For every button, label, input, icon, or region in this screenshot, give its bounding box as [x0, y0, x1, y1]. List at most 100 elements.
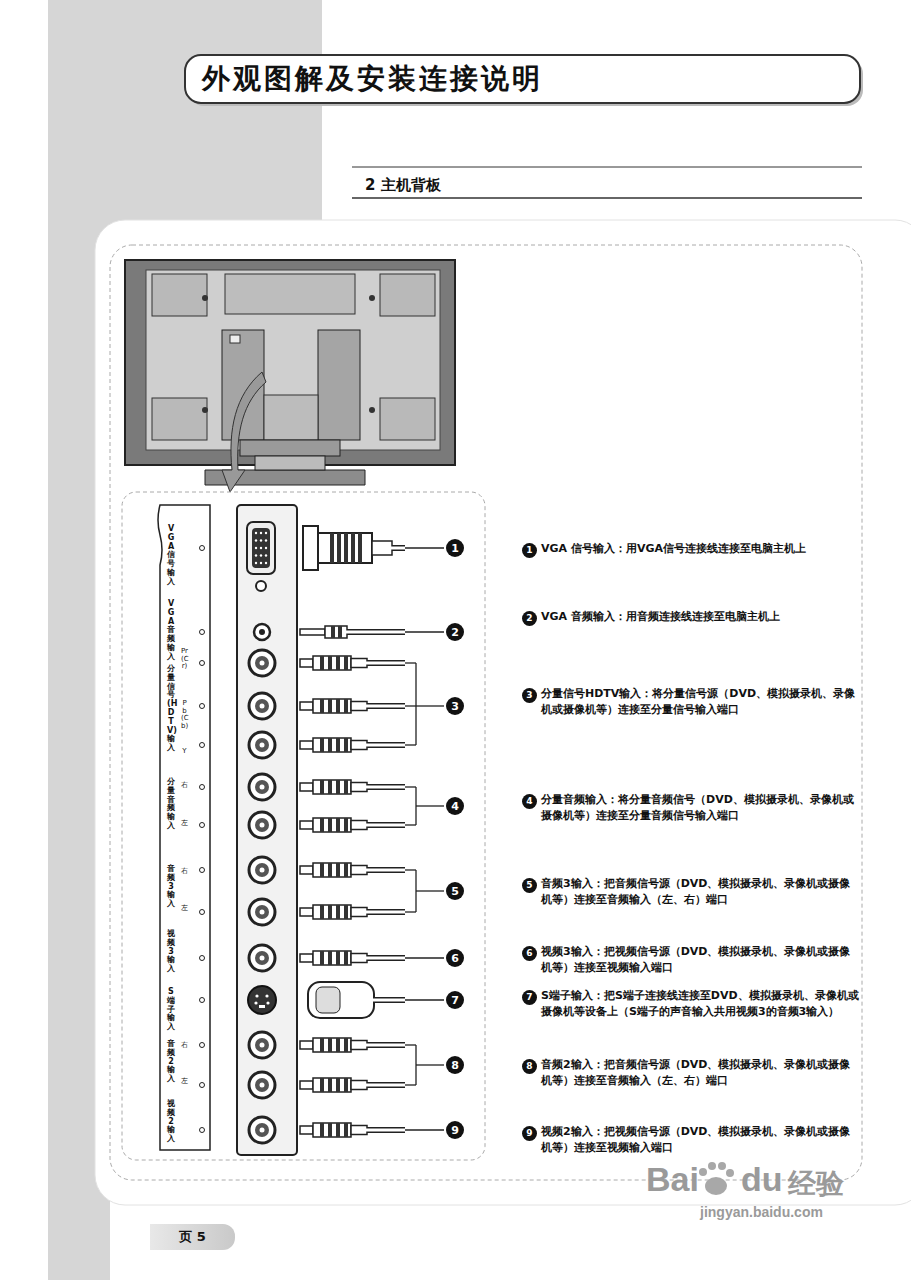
leader-line	[405, 911, 416, 912]
rca-jack	[249, 774, 275, 800]
mini-jack-part	[254, 624, 270, 640]
callout-number: 1	[522, 543, 537, 558]
plug-cable-part	[313, 1038, 351, 1052]
plug-cable-part	[351, 821, 367, 830]
node-text: 2	[526, 614, 532, 623]
leader-line	[405, 631, 444, 632]
plug-grip	[320, 1078, 324, 1092]
plug-cable-part	[313, 1123, 351, 1137]
plug-cable-part	[313, 951, 351, 965]
plug-grip	[344, 951, 348, 965]
callout-number: 8	[446, 1056, 464, 1074]
plug-cable	[300, 1038, 444, 1092]
node-text: 1	[451, 543, 459, 554]
rca-jack	[249, 899, 275, 925]
leader-line	[405, 547, 444, 548]
rca-jack-part	[255, 818, 269, 832]
rca-jack-part	[260, 1083, 265, 1088]
callout-number: 7	[446, 991, 464, 1009]
node-text: 7	[526, 993, 532, 1002]
rca-jack-part	[249, 899, 275, 925]
port-description: VGA 音频输入：用音频连接线连接至电脑主机上	[541, 609, 859, 625]
leader-line	[405, 957, 444, 958]
section-rule-part	[352, 197, 862, 199]
plug-grip	[320, 818, 324, 832]
vga-jack-part	[265, 562, 267, 564]
section-rule	[352, 167, 862, 198]
connector-panel-frame-part	[122, 492, 485, 1160]
leader-line	[416, 805, 444, 806]
plug-grip	[344, 1123, 348, 1137]
plug-cable	[300, 656, 444, 752]
tv-rear-view-part	[369, 295, 375, 301]
leader-line	[405, 744, 416, 745]
cable	[392, 545, 405, 551]
mini-jack-part	[259, 629, 265, 635]
plug-cable-part	[318, 533, 372, 563]
node-text: 4	[451, 801, 459, 812]
section-rule-part	[352, 167, 862, 168]
plug-cable-part	[351, 954, 367, 963]
tv-rear-view-part	[369, 407, 375, 413]
callout-number: 4	[446, 797, 464, 815]
panel-dot	[200, 910, 205, 915]
plug-cable-part	[313, 699, 351, 713]
cable	[373, 999, 406, 1002]
node-text: 6	[526, 949, 532, 958]
port-description: 视频3输入：把视频信号源（DVD、模拟摄录机、录像机或摄像机等）连接至视频输入端…	[541, 944, 859, 976]
plug-grip	[320, 1123, 324, 1137]
panel-port-label: Pb(Cb)	[181, 700, 188, 731]
plug-grip	[336, 699, 340, 713]
rca-jack	[249, 945, 275, 971]
tv-rear-view-part	[240, 440, 340, 456]
callout-number: 8	[522, 1059, 537, 1074]
node-text: 4	[526, 797, 532, 806]
port-description: S端子输入：把S端子连接线连接至DVD、模拟摄录机、录像机或摄像机等设备上（S端…	[541, 988, 859, 1020]
leader-line	[405, 869, 416, 870]
leader-line	[405, 662, 416, 663]
rca-jack-part	[255, 1038, 269, 1052]
leader-line	[405, 999, 444, 1000]
watermark-paw-part	[718, 1162, 726, 1170]
panel-dot	[200, 956, 205, 961]
s-jack-part	[259, 1005, 265, 1008]
plug-grip	[344, 1038, 348, 1052]
vga-jack-part	[260, 554, 262, 556]
plug-grip	[344, 780, 348, 794]
plug-grip	[336, 905, 340, 919]
vga-jack-part	[256, 581, 266, 591]
vga-jack-part	[255, 532, 257, 534]
panel-dot	[200, 785, 205, 790]
plug-grip	[336, 818, 340, 832]
rca-jack-part	[260, 1128, 265, 1133]
node-text: 3	[451, 701, 459, 712]
panel-dot	[200, 998, 205, 1003]
leader-line	[405, 786, 416, 787]
panel-dot	[200, 704, 205, 709]
watermark-paw-part	[726, 1169, 734, 1177]
plug-cable-part	[308, 982, 374, 1018]
leader-line	[416, 705, 444, 706]
cable	[366, 744, 406, 747]
tv-rear-view-part	[222, 372, 266, 492]
callout-number: 6	[522, 946, 537, 961]
rca-jack	[249, 693, 275, 719]
rca-jack-part	[249, 774, 275, 800]
plug-cable-part	[300, 629, 325, 635]
rca-jack-part	[255, 1123, 269, 1137]
plug-cable	[303, 526, 444, 570]
node-text: 5	[451, 886, 459, 897]
tv-rear-view-part	[152, 398, 207, 440]
plug-grip	[328, 905, 332, 919]
leader-line	[405, 1084, 416, 1085]
panel-port-label: 左	[181, 1078, 188, 1086]
plug-cable-part	[351, 741, 367, 750]
panel-dot	[200, 823, 205, 828]
plug-grip	[320, 738, 324, 752]
port-description: 视频2输入：把视频信号源（DVD、模拟摄录机、录像机或摄像机等）连接至视频输入端…	[541, 1124, 859, 1156]
cable	[367, 867, 405, 873]
plug-grip	[344, 863, 348, 877]
vga-jack-part	[260, 539, 262, 541]
tv-rear-view-part	[125, 260, 455, 465]
plug-cable-part	[300, 866, 313, 874]
